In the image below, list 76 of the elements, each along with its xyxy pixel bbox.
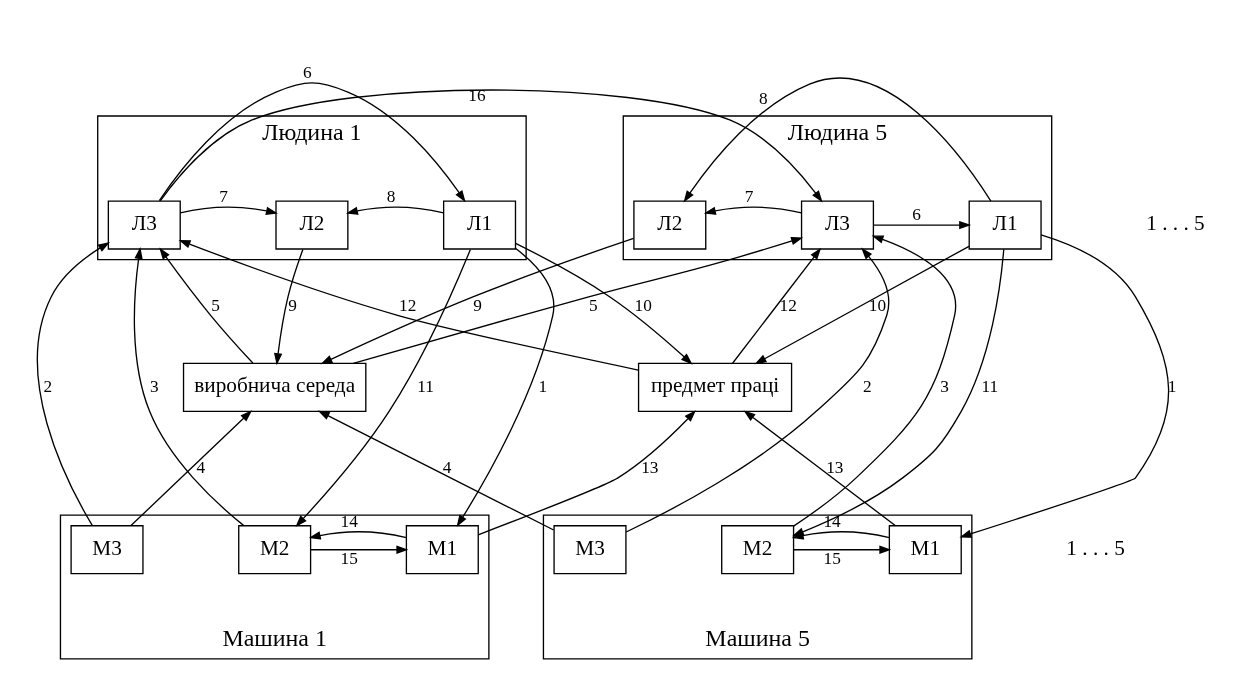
edge-label: 9: [287, 295, 297, 315]
arrow: [477, 410, 696, 536]
node-box: Л3: [107, 200, 181, 250]
edge-label: 4: [196, 458, 205, 478]
edge-label: 6: [302, 63, 312, 83]
edge-label: 13: [640, 458, 659, 478]
arrow: [308, 531, 407, 540]
edge-label: 12: [779, 295, 797, 315]
node-box: Л1: [968, 200, 1042, 250]
arrow: [352, 237, 803, 364]
edge-label: 5: [210, 295, 220, 315]
edge-label: 1: [537, 376, 547, 396]
arrow: [514, 242, 693, 365]
edge-label: 8: [386, 187, 395, 207]
node-box: Л3: [800, 200, 874, 250]
node-box: М3: [552, 525, 627, 575]
edge-label: 14: [340, 511, 358, 531]
node-box: М1: [888, 525, 962, 575]
arrow: [456, 247, 554, 527]
node-box: Л2: [632, 200, 706, 250]
edge-label: 8: [758, 88, 768, 108]
edge-label: 7: [744, 187, 753, 207]
arrow: [317, 410, 554, 531]
arrow: [958, 234, 1169, 538]
arrow: [743, 410, 896, 527]
arrow: [158, 82, 466, 203]
arrow: [625, 247, 889, 533]
arrow: [158, 247, 253, 364]
edge-label: 7: [218, 187, 228, 207]
edge-label: 15: [823, 548, 841, 568]
arrow: [129, 410, 252, 527]
edge-label: 4: [442, 458, 451, 478]
arrow: [791, 531, 890, 540]
node-box: Л2: [274, 200, 348, 250]
arrow: [319, 237, 634, 365]
arrow: [345, 206, 444, 215]
arrow: [159, 89, 823, 203]
edge-label: 1: [1167, 376, 1176, 396]
arrow: [309, 545, 408, 554]
node-box: Л1: [442, 200, 516, 250]
edge-label: 10: [868, 295, 886, 315]
edge-label: 9: [472, 295, 482, 315]
arrow: [754, 245, 970, 365]
edge-label: 16: [467, 85, 486, 105]
arrow: [294, 248, 471, 527]
edge-label: 11: [416, 376, 434, 396]
arrow: [792, 235, 956, 527]
arrow: [731, 247, 821, 364]
edge-label: 10: [634, 295, 652, 315]
edge-label: 12: [398, 295, 416, 315]
edge-label: 5: [588, 295, 598, 315]
edge-label: 13: [825, 458, 843, 478]
edge-label: 3: [939, 376, 949, 396]
edge-label: 11: [981, 376, 998, 396]
arrow: [683, 77, 992, 203]
edge-label: 15: [340, 548, 358, 568]
node-box: М1: [405, 525, 479, 575]
edge-label: 3: [149, 376, 159, 396]
edge-label: 2: [862, 376, 872, 396]
arrow: [872, 220, 971, 230]
arrow: [36, 242, 110, 527]
node-box: М2: [720, 525, 794, 575]
arrow: [133, 247, 244, 527]
node-box: М3: [69, 525, 144, 575]
arrow: [792, 545, 891, 554]
node-box: виробнича середа: [182, 362, 366, 412]
node-box: М2: [237, 525, 311, 575]
arrow: [178, 239, 639, 371]
node-box: предмет праці: [637, 362, 792, 412]
label: 1 . . . 5: [1145, 211, 1205, 236]
arrow: [703, 206, 802, 215]
edge-label: 6: [911, 205, 921, 225]
label: 1 . . . 5: [1065, 535, 1125, 560]
arrow: [273, 248, 304, 366]
arrow: [179, 206, 278, 215]
edge-label: 2: [43, 376, 52, 396]
